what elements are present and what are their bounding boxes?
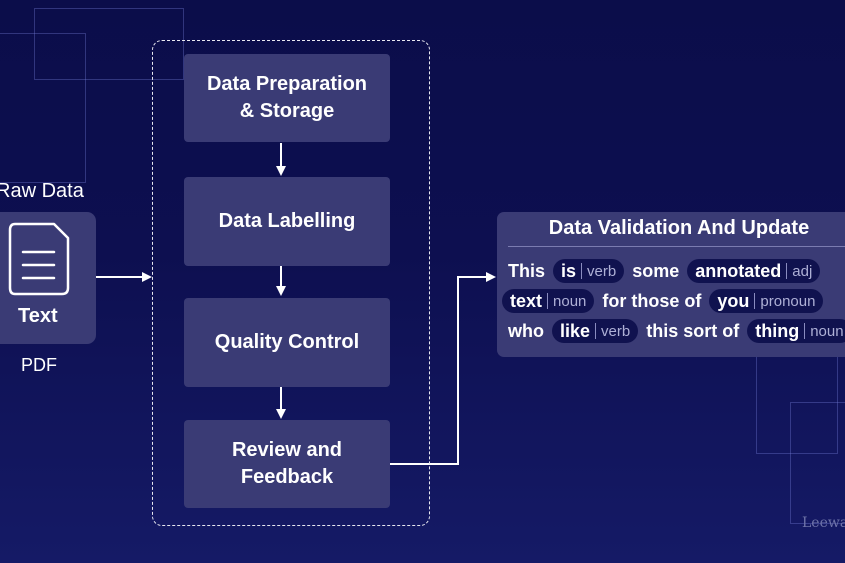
token-word: thing xyxy=(755,320,800,341)
token-separator xyxy=(754,293,756,309)
token-pos-tag: noun xyxy=(553,292,587,310)
annotated-token: text noun xyxy=(502,289,595,313)
watermark: Leewa xyxy=(802,515,845,531)
token-separator xyxy=(595,323,597,339)
step-label: Quality Control xyxy=(214,331,360,353)
annotated-row: text noun for those of you pronoun xyxy=(502,289,831,313)
plain-word: this sort of xyxy=(646,320,740,341)
token-pos-tag: verb xyxy=(587,262,617,280)
validation-divider xyxy=(508,246,845,247)
token-word: annotated xyxy=(695,260,782,281)
decorative-frame xyxy=(0,33,86,183)
token-word: text xyxy=(510,290,543,311)
token-pos-tag: adj xyxy=(792,262,813,280)
token-word: is xyxy=(561,260,577,281)
annotated-token: you pronoun xyxy=(709,289,824,313)
document-icon xyxy=(8,222,70,296)
token-separator xyxy=(786,263,788,279)
raw-data-label: Raw Data xyxy=(0,180,84,202)
step-data-labelling: Data Labelling xyxy=(184,177,390,266)
step-label: Review and xyxy=(231,439,343,461)
token-pos-tag: noun xyxy=(810,322,844,340)
plain-word: some xyxy=(632,260,680,281)
annotated-token: thing noun xyxy=(747,319,845,343)
token-pos-tag: verb xyxy=(601,322,631,340)
raw-data-type: Text xyxy=(18,305,58,327)
step-quality-control: Quality Control xyxy=(184,298,390,387)
decorative-frame xyxy=(790,402,845,524)
step-label: Data Labelling xyxy=(218,210,356,232)
annotated-token: like verb xyxy=(552,319,639,343)
validation-title: Data Validation And Update xyxy=(548,217,810,239)
annotated-token: annotated adj xyxy=(687,259,821,283)
token-separator xyxy=(547,293,549,309)
step-label: Feedback xyxy=(240,466,334,488)
step-label: Data Preparation xyxy=(206,73,368,95)
token-word: you xyxy=(717,290,750,311)
step-label: & Storage xyxy=(239,100,335,122)
pipeline-container xyxy=(152,40,430,526)
arrow-review-to-validation xyxy=(390,272,496,465)
token-pos-tag: pronoun xyxy=(760,292,816,310)
token-separator xyxy=(804,323,806,339)
token-word: like xyxy=(560,320,591,341)
raw-data-format: PDF xyxy=(21,355,57,375)
plain-word: who xyxy=(508,320,544,341)
token-separator xyxy=(581,263,583,279)
plain-word: for those of xyxy=(602,290,702,311)
plain-word: This xyxy=(508,260,546,281)
decorative-frame xyxy=(34,8,184,80)
step-data-preparation: Data Preparation & Storage xyxy=(184,54,390,142)
